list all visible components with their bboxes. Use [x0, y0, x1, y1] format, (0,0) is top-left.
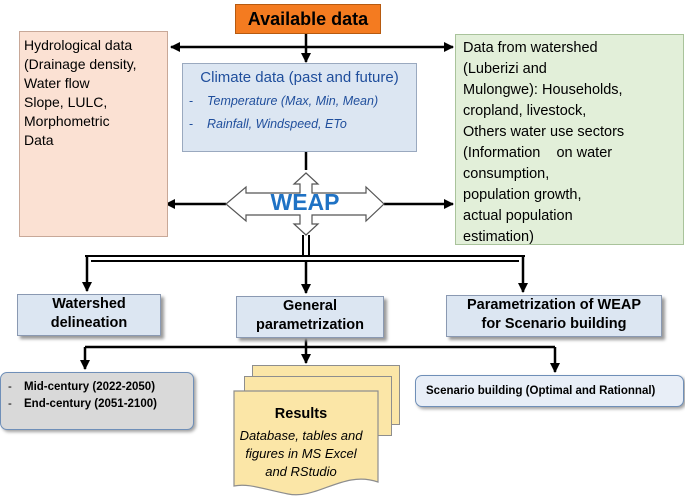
climate-item-text: Rainfall, Windspeed, ETo: [207, 117, 347, 131]
watershed-delineation-box: Watershed delineation: [17, 294, 161, 336]
scenario-param-line-1: Parametrization of WEAP: [466, 297, 642, 313]
weap-block-arrow: [225, 172, 385, 236]
scenario-parametrization-box: Parametrization of WEAP for Scenario bui…: [446, 295, 662, 337]
bullet-dash: -: [8, 398, 12, 410]
scenario-building-label: Scenario building (Optimal and Rationnal…: [426, 385, 656, 397]
hydrological-line: Hydrological data: [24, 37, 133, 53]
hydrological-data-box: Hydrological data (Drainage density, Wat…: [19, 31, 168, 237]
hydrological-line: Data: [24, 132, 54, 148]
watershed-line: cropland, livestock,: [463, 103, 587, 119]
results-description: Database, tables and figures in MS Excel…: [239, 428, 363, 479]
period-mid-century: -Mid-century (2022-2050): [8, 379, 186, 396]
weap-label: WEAP: [270, 189, 340, 215]
bullet-dash: -: [189, 94, 194, 108]
general-parametrization-box: General parametrization: [236, 296, 384, 338]
bullet-dash: -: [8, 381, 12, 393]
watershed-line: (Information on water: [463, 145, 613, 161]
watershed-line: population growth,: [463, 187, 582, 203]
hydrological-line: Water flow: [24, 75, 90, 91]
scenario-building-box: Scenario building (Optimal and Rationnal…: [415, 375, 684, 407]
century-periods-box: -Mid-century (2022-2050) -End-century (2…: [0, 372, 194, 430]
watershed-line: (Luberizi and: [463, 61, 547, 77]
bullet-dash: -: [189, 117, 194, 131]
results-document-shape: [233, 390, 379, 496]
watershed-line: Data from watershed: [463, 40, 598, 56]
watershed-line: actual population: [463, 208, 573, 224]
climate-item-text: Temperature (Max, Min, Mean): [207, 94, 379, 108]
climate-item-temperature: -Temperature (Max, Min, Mean): [189, 93, 410, 110]
hydrological-line: Slope, LULC,: [24, 94, 108, 110]
parametrization-line-1: General: [283, 298, 337, 314]
watershed-line: estimation): [463, 229, 534, 245]
hydrological-line: Morphometric: [24, 113, 110, 129]
period-text: End-century (2051-2100): [24, 398, 157, 410]
watershed-line: Mulongwe): Households,: [463, 82, 623, 98]
available-data-box: Available data: [235, 4, 381, 34]
watershed-data-box: Data from watershed (Luberizi and Mulong…: [455, 34, 684, 245]
available-data-label: Available data: [247, 9, 369, 29]
watershed-line: Others water use sectors: [463, 124, 625, 140]
parametrization-line-2: parametrization: [256, 317, 364, 333]
results-text-block: Results Database, tables and figures in …: [237, 405, 365, 481]
period-end-century: -End-century (2051-2100): [8, 396, 186, 413]
climate-item-rainfall: -Rainfall, Windspeed, ETo: [189, 116, 410, 133]
delineation-line-2: delineation: [50, 315, 128, 331]
climate-data-box: Climate data (past and future) -Temperat…: [182, 63, 417, 152]
watershed-line: consumption,: [463, 166, 550, 182]
scenario-param-line-2: for Scenario building: [481, 316, 627, 332]
climate-data-title: Climate data (past and future): [200, 69, 399, 86]
hydrological-line: (Drainage density,: [24, 56, 137, 72]
delineation-line-1: Watershed: [52, 296, 126, 312]
period-text: Mid-century (2022-2050): [24, 381, 156, 393]
results-title: Results: [274, 406, 328, 422]
